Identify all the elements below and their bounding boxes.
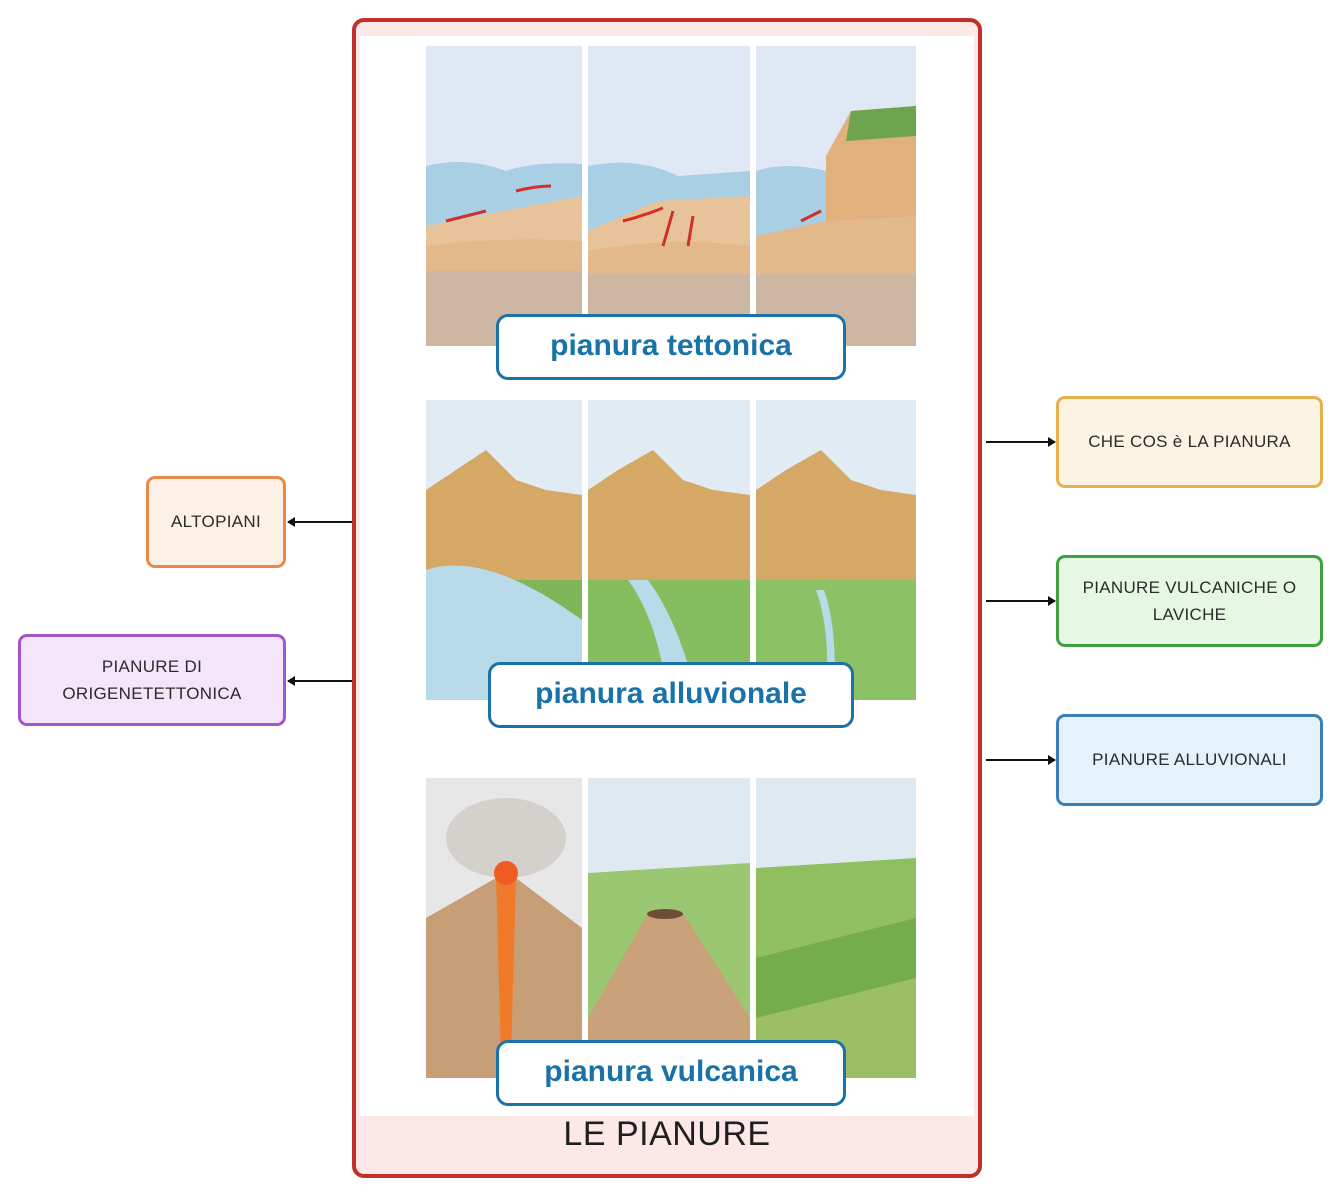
vulcanica-panel-3 xyxy=(756,778,916,1078)
label-pianura-tettonica: pianura tettonica xyxy=(496,314,846,380)
vulcanica-panel-2 xyxy=(588,778,750,1078)
alluvionale-panel-2 xyxy=(588,400,750,700)
node-altopiani[interactable]: ALTOPIANI xyxy=(146,476,286,568)
illustration-area: pianura tettonica xyxy=(360,36,974,1116)
connector-to-che-cos-e-la-pianura xyxy=(986,437,1056,447)
connector-to-pianure-alluvionali xyxy=(986,755,1056,765)
tettonica-panel-2 xyxy=(588,46,750,346)
vulcanica-panel-1 xyxy=(426,778,582,1078)
label-pianura-vulcanica: pianura vulcanica xyxy=(496,1040,846,1106)
connector-to-pianure-vulcaniche xyxy=(986,596,1056,606)
connector-to-altopiani xyxy=(287,517,352,527)
illustration-alluvionale: pianura alluvionale xyxy=(426,400,916,728)
illustration-vulcanica: pianura vulcanica xyxy=(426,778,916,1106)
node-pianure-vulcaniche-o-laviche[interactable]: PIANURE VULCANICHE O LAVICHE xyxy=(1056,555,1323,647)
label-pianura-alluvionale: pianura alluvionale xyxy=(488,662,854,728)
node-pianure-alluvionali[interactable]: PIANURE ALLUVIONALI xyxy=(1056,714,1323,806)
node-pianure-di-origenetettonica[interactable]: PIANURE DI ORIGENETETTONICA xyxy=(18,634,286,726)
central-title: LE PIANURE xyxy=(563,1115,771,1153)
connector-to-pianure-di-origenetettonica xyxy=(287,676,352,686)
central-node-le-pianure[interactable]: pianura tettonica xyxy=(352,18,982,1178)
illustration-tettonica: pianura tettonica xyxy=(426,46,916,380)
node-che-cos-e-la-pianura[interactable]: CHE COS è LA PIANURA xyxy=(1056,396,1323,488)
tettonica-panel-1 xyxy=(426,46,582,346)
alluvionale-panel-3 xyxy=(756,400,916,700)
alluvionale-panel-1 xyxy=(426,400,582,700)
tettonica-panel-3 xyxy=(756,46,916,346)
